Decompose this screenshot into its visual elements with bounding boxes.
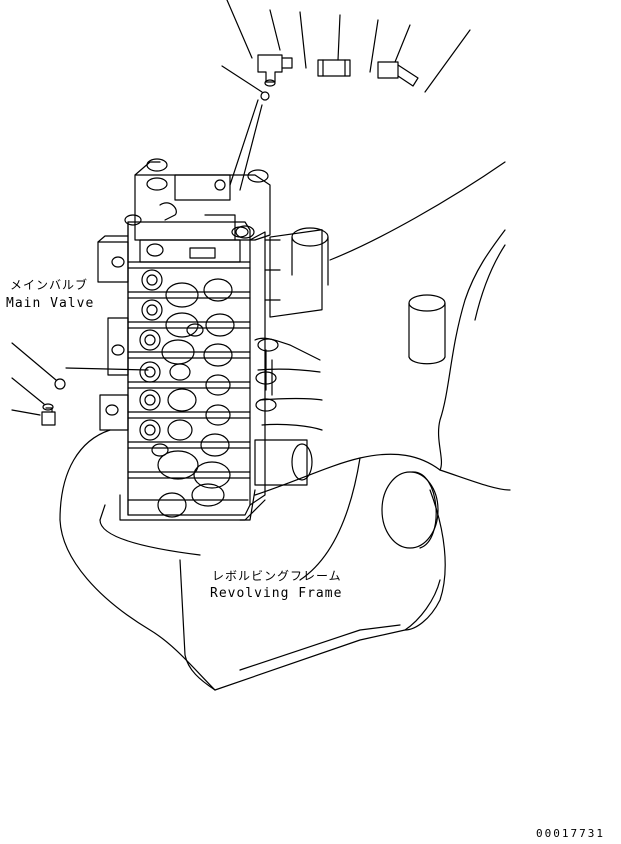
revolving-frame [60, 162, 510, 690]
top-fittings [222, 0, 470, 190]
right-fittings [255, 230, 322, 485]
spool-caps [140, 270, 234, 517]
revolving-frame-label-jp: レボルビングフレーム [212, 569, 342, 583]
main-valve [98, 159, 270, 520]
revolving-frame-label-en: Revolving Frame [210, 586, 343, 601]
frame-cylinder [409, 295, 445, 364]
rear-cylinder [292, 228, 328, 285]
valve-sections [128, 262, 250, 478]
main-valve-label-jp: メインバルブ [10, 278, 89, 292]
drawing-code: 00017731 [536, 827, 605, 840]
frame-boss-hole [382, 472, 438, 548]
main-valve-label-en: Main Valve [6, 296, 95, 311]
left-fittings [12, 343, 148, 425]
